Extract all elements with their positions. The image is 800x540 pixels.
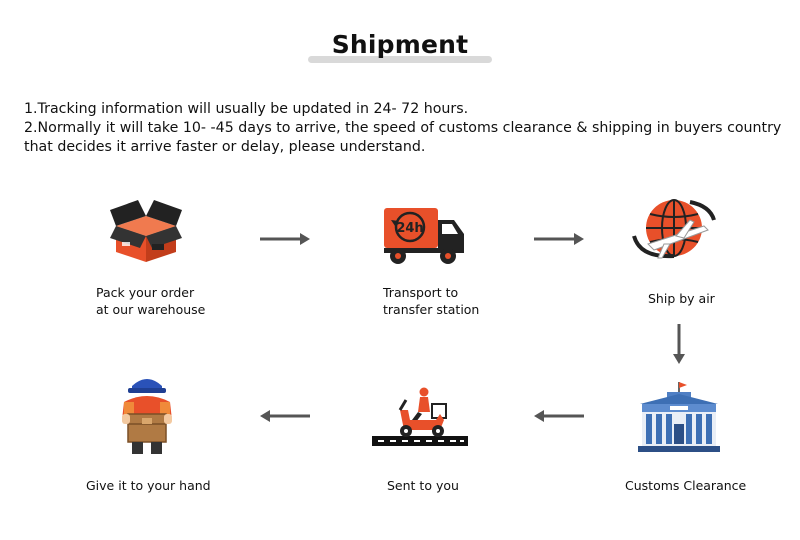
arrow-left-icon — [260, 410, 310, 422]
customs-building-icon — [638, 382, 720, 452]
arrow-down-icon — [673, 324, 685, 364]
step-sent-label: Sent to you — [387, 478, 459, 493]
step-customs-label: Customs Clearance — [625, 478, 747, 493]
shipping-notes: 1.Tracking information will usually be u… — [24, 100, 794, 157]
package-box-icon — [110, 200, 182, 262]
note-tracking: 1.Tracking information will usually be u… — [24, 101, 469, 117]
step-air-label: Ship by air — [648, 291, 715, 306]
truck-badge-label: 24h — [396, 221, 423, 236]
step-hand-label: Give it to your hand — [86, 478, 211, 493]
delivery-scooter-icon — [372, 387, 468, 446]
arrow-right-icon — [260, 233, 310, 245]
title-underline — [308, 56, 492, 63]
title-block: Shipment — [0, 30, 800, 59]
arrow-right-icon — [534, 233, 584, 245]
step-transport-label: Transport to transfer station — [383, 285, 480, 317]
arrow-left-icon — [534, 410, 584, 422]
globe-airplane-icon — [632, 199, 716, 259]
page-title: Shipment — [331, 30, 469, 59]
note-delivery-time: 2.Normally it will take 10- -45 days to … — [24, 120, 782, 155]
courier-holding-box-icon — [122, 379, 172, 454]
delivery-truck-24h-icon: 24h — [384, 208, 464, 264]
step-pack-label: Pack your order at our warehouse — [96, 285, 206, 317]
